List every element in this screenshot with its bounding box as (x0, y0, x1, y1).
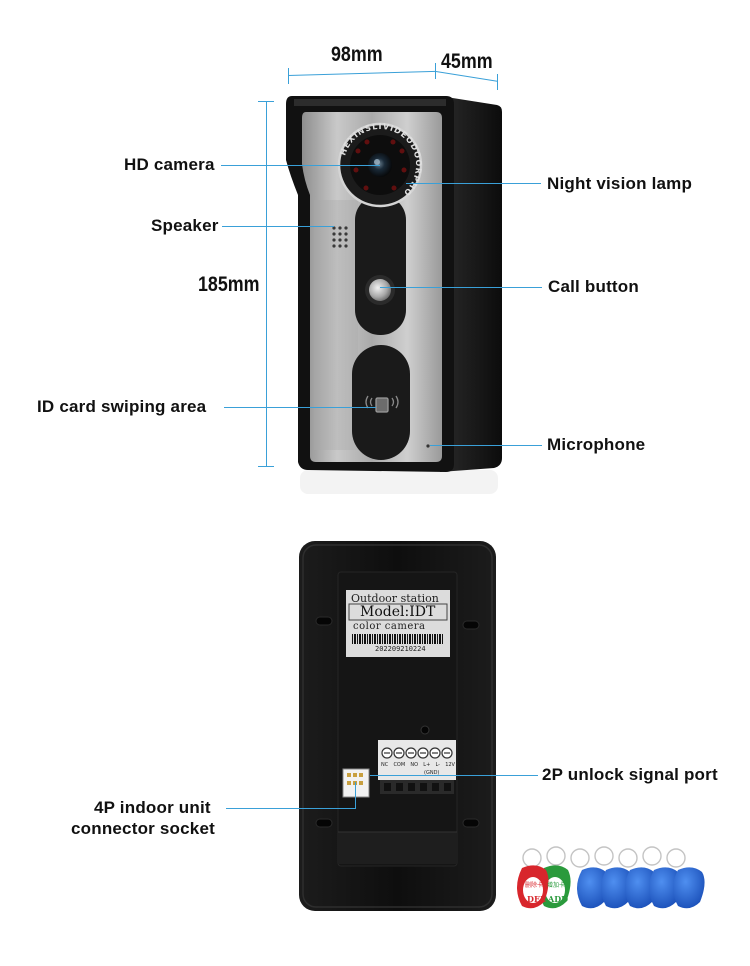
hd-camera-leader (221, 165, 380, 166)
pin-l-plus: L+ (423, 762, 431, 768)
camera-ring-text: HEXINSLIVIDEODOORPHO (338, 122, 423, 198)
key-fobs (517, 846, 705, 909)
connector-leader-h (226, 808, 356, 809)
sticker-title: Outdoor station (351, 592, 439, 605)
pin-no: NO (410, 762, 419, 768)
id-card-area-label: ID card swiping area (37, 397, 207, 416)
width-dimension-line (287, 70, 436, 76)
pin-com: COM (393, 762, 406, 768)
call-button-leader (380, 287, 542, 288)
connector-label-line2: connector socket (71, 819, 215, 838)
blue-fob-group (577, 867, 705, 909)
unlock-port-leader (370, 775, 538, 776)
microphone-label: Microphone (547, 435, 646, 454)
height-tick-bottom (258, 466, 274, 467)
hd-camera-label: HD camera (124, 155, 215, 174)
sticker-model: Model:IDT (360, 604, 436, 620)
width-dimension-label: 98mm (331, 43, 383, 66)
connector-label-line1: 4P indoor unit (94, 798, 211, 817)
height-dimension-line (266, 101, 267, 467)
sticker-serial: 202209210224 (375, 645, 426, 653)
depth-tick-right (497, 74, 498, 90)
speaker-label: Speaker (151, 216, 219, 235)
green-fob-top-text: 增加卡 (547, 882, 566, 889)
microphone-leader (430, 445, 542, 446)
terminal-pin-labels: NC COM NO L+ L- 12V (381, 762, 455, 768)
back-view-device (299, 541, 496, 911)
pin-l-minus: L- (435, 762, 440, 768)
green-fob-text: ADD (548, 894, 569, 904)
sticker-barcode (352, 634, 444, 644)
red-fob-text: DEL (527, 894, 546, 904)
height-dimension-label: 185mm (198, 273, 260, 296)
svg-text:HEXINSLIVIDEODOORPHO: HEXINSLIVIDEODOORPHO (338, 122, 423, 198)
id-card-leader (224, 407, 376, 408)
depth-dimension-label: 45mm (441, 50, 493, 73)
width-tick-left (288, 68, 289, 84)
sticker-desc: color camera (353, 621, 426, 632)
unlock-port-label: 2P unlock signal port (542, 765, 718, 784)
night-vision-leader (406, 183, 541, 184)
height-tick-top (258, 101, 274, 102)
call-button-label: Call button (548, 277, 639, 296)
front-view-device (286, 96, 502, 494)
width-tick-right (435, 63, 436, 79)
speaker-leader (222, 226, 334, 227)
pin-12v: 12V (445, 762, 455, 768)
connector-leader-v (355, 782, 356, 809)
pin-nc: NC (381, 762, 389, 768)
terminal-gnd-label: (GND) (424, 770, 440, 776)
red-fob-top-text: 删除卡 (525, 882, 544, 889)
night-vision-label: Night vision lamp (547, 174, 693, 193)
camera-ring-label: HEXINSLIVIDEODOORPHO (338, 122, 422, 198)
